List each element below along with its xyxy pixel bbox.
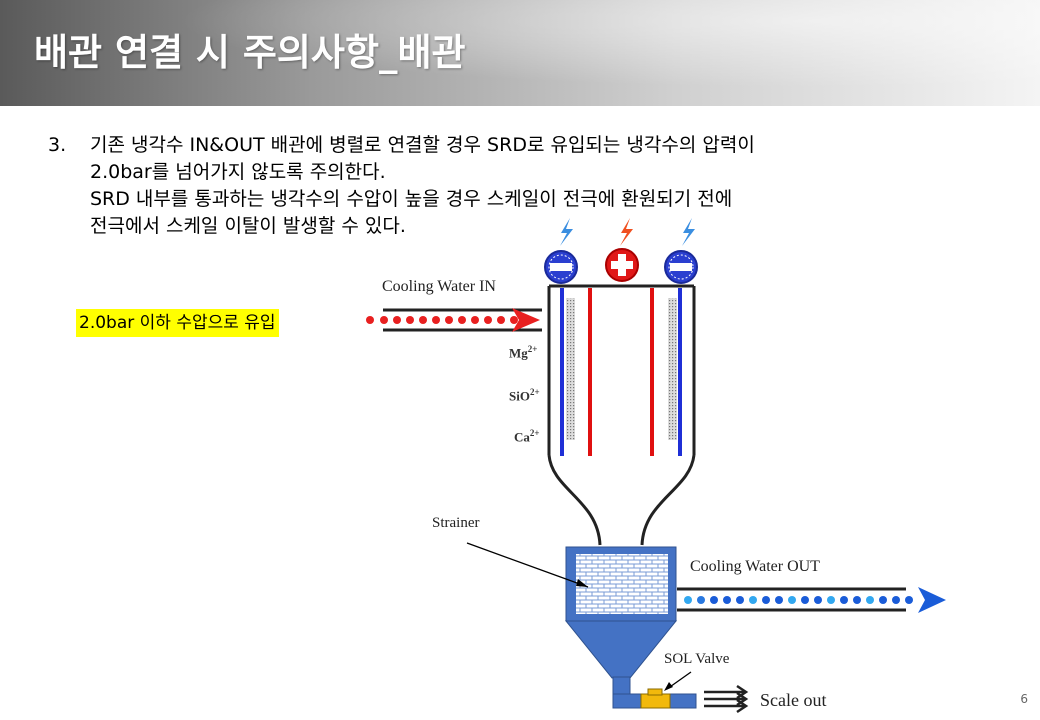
negative-electrode-symbol-right	[664, 250, 698, 284]
slide-header: 배관 연결 시 주의사항_배관	[0, 0, 1040, 106]
ion-ca-label: Ca2+	[514, 428, 540, 445]
lightning-icon-right	[682, 218, 695, 246]
ion-sio-label: SiO2+	[509, 387, 540, 404]
cooling-water-out-label: Cooling Water OUT	[690, 558, 820, 575]
page-number: 6	[1020, 692, 1028, 706]
sol-valve-label: SOL Valve	[664, 651, 730, 667]
header-sheen	[0, 0, 1040, 106]
item-line-1: 기존 냉각수 IN&OUT 배관에 병렬로 연결할 경우 SRD로 유입되는 냉…	[90, 134, 755, 156]
scale-out-label: Scale out	[760, 690, 827, 710]
outlet-arrow-icon	[918, 587, 946, 613]
sol-valve-cap	[647, 688, 663, 696]
inlet-arrow-icon	[512, 308, 540, 332]
ion-mg-label: Mg2+	[509, 344, 538, 361]
tank-cone	[564, 620, 678, 679]
strainer-label: Strainer	[432, 515, 480, 531]
item-line-2: 2.0bar를 넘어가지 않도록 주의한다.	[90, 161, 386, 183]
item-number: 3.	[48, 134, 67, 156]
item-line-3: SRD 내부를 통과하는 냉각수의 수압이 높을 경우 스케일이 전극에 환원되…	[90, 188, 733, 210]
srd-vessel	[547, 284, 696, 546]
cooling-water-in-label: Cooling Water IN	[382, 278, 496, 295]
sol-valve-callout-line	[664, 671, 692, 691]
lightning-icon-left	[560, 218, 573, 246]
item-line-4: 전극에서 스케일 이탈이 발생할 수 있다.	[90, 215, 406, 237]
sol-valve-icon	[640, 693, 671, 709]
scale-deposit-left	[566, 298, 575, 440]
positive-electrode-symbol	[605, 248, 639, 282]
pressure-highlight-note: 2.0bar 이하 수압으로 유입	[76, 309, 279, 337]
strainer-mesh	[576, 554, 668, 614]
scale-out-arrows-icon	[704, 684, 749, 714]
outlet-flow-dots	[684, 596, 913, 604]
negative-electrode-symbol-left	[544, 250, 578, 284]
inlet-flow-dots	[366, 316, 518, 324]
strainer-callout-line	[466, 542, 589, 588]
lightning-icon-center	[620, 218, 633, 246]
slide-title: 배관 연결 시 주의사항_배관	[34, 31, 466, 74]
outlet-pipe	[677, 587, 906, 612]
scale-deposit-right	[668, 298, 677, 440]
